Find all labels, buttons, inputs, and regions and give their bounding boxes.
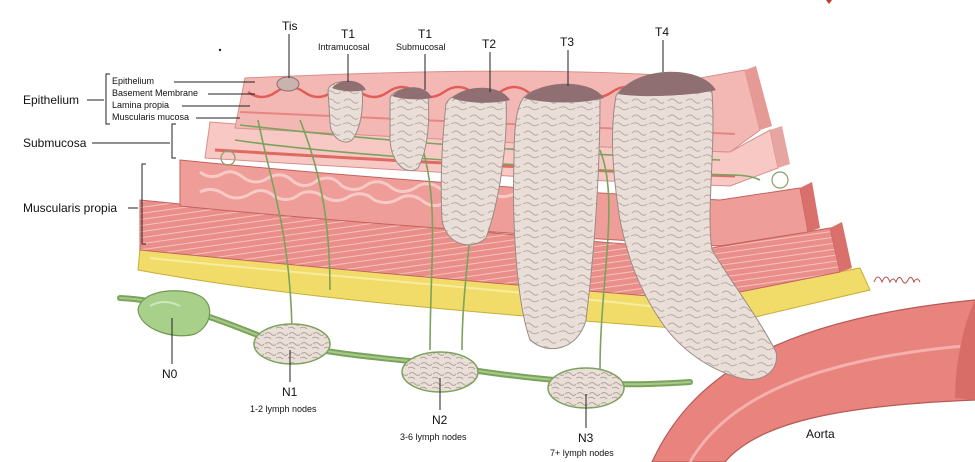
layer-labels: Epithelium Epithelium Basement Membrane … <box>23 73 255 245</box>
ganglion-left <box>220 150 236 166</box>
label-t4: T4 <box>655 25 669 39</box>
label-submucosal: Submucosal <box>396 42 446 52</box>
tumor-t4 <box>612 71 777 380</box>
label-epithelium: Epithelium <box>23 93 79 107</box>
label-n1-count: 1-2 lymph nodes <box>250 404 317 414</box>
label-muscularis-mucosa: Muscularis mucosa <box>112 112 189 122</box>
ganglion-right <box>771 171 789 189</box>
t-stage-labels: Tis T1 Intramucosal T1 Submucosal T2 T3 … <box>282 19 669 92</box>
n1-lymph-node <box>253 323 331 365</box>
aorta <box>650 280 975 462</box>
label-lamina-propia: Lamina propia <box>112 100 169 110</box>
tumor-tis <box>276 76 300 92</box>
dot-mark <box>218 48 222 52</box>
label-tis: Tis <box>282 19 298 33</box>
n0-lymph-node <box>137 290 211 337</box>
n-stage-labels: N0 N1 1-2 lymph nodes N2 3-6 lymph nodes… <box>162 318 614 458</box>
label-n2-count: 3-6 lymph nodes <box>400 432 467 442</box>
label-t1-intramucosal: T1 <box>341 27 355 41</box>
label-n2: N2 <box>432 413 448 427</box>
label-aorta: Aorta <box>806 427 835 441</box>
label-n1: N1 <box>282 385 298 399</box>
label-intramucosal: Intramucosal <box>318 42 370 52</box>
label-n0: N0 <box>162 367 178 381</box>
label-submucosa: Submucosa <box>23 136 87 150</box>
label-muscularis-propia: Muscularis propia <box>23 201 117 215</box>
label-n3-count: 7+ lymph nodes <box>550 448 614 458</box>
tumor-t1-intramucosal <box>327 80 366 143</box>
label-t3: T3 <box>560 35 574 49</box>
label-basement-membrane: Basement Membrane <box>112 88 198 98</box>
tumor-t3 <box>513 83 604 350</box>
tumor-t1-submucosal <box>389 87 432 172</box>
label-sub-epithelium: Epithelium <box>112 76 154 86</box>
corner-mark <box>826 0 832 4</box>
label-t1-submucosal: T1 <box>418 27 432 41</box>
tumor-t2 <box>440 87 510 246</box>
label-n3: N3 <box>578 431 594 445</box>
label-t2: T2 <box>482 37 496 51</box>
artist-signature <box>873 276 921 284</box>
